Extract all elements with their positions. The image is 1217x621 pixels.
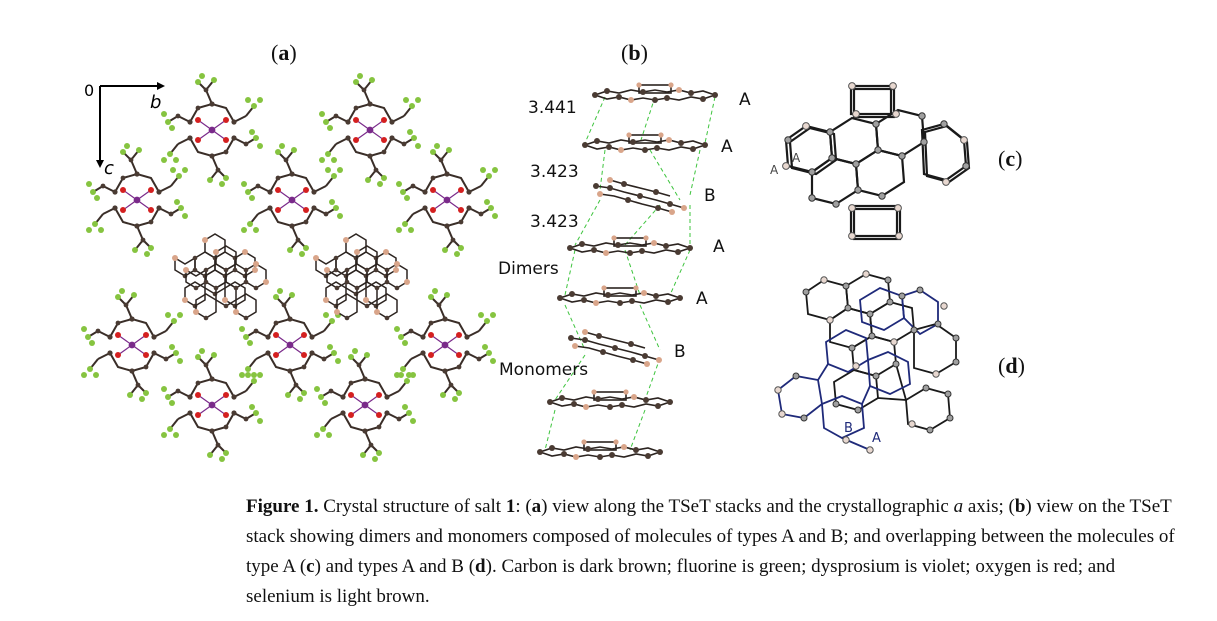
overlap-type-ab: B A <box>774 270 960 454</box>
dimers-label: Dimers <box>498 259 559 279</box>
overlap-label: A <box>872 431 881 446</box>
axis-indicator: 0 b c <box>84 81 165 179</box>
overlap-label: A <box>770 163 779 177</box>
stack-annotations: 3.441 3.423 3.423 Dimers Monomers A A B … <box>498 90 751 380</box>
overlap-label: A <box>792 151 801 165</box>
panel-label-d: (d) <box>998 353 1025 378</box>
molecule-type-label: B <box>704 186 716 206</box>
molecule-type-label: A <box>739 90 751 110</box>
figure-drawing: 0 b c 3. <box>80 72 971 463</box>
panel-label-c: (c) <box>998 146 1023 171</box>
monomers-label: Monomers <box>499 360 588 380</box>
distance-label: 3.423 <box>530 162 579 182</box>
contact-lines <box>544 96 716 451</box>
distance-label: 3.423 <box>530 212 579 232</box>
axis-b-label: b <box>150 92 161 113</box>
stack-molecules <box>536 81 719 461</box>
molecule-type-label: A <box>696 289 708 309</box>
panel-label-b: (b) <box>621 40 648 65</box>
overlap-type-a: A A <box>770 82 971 241</box>
figure-caption: Figure 1. Crystal structure of salt 1: (… <box>246 496 1175 607</box>
axis-c-label: c <box>104 158 114 179</box>
panel-label-a: (a) <box>271 40 297 65</box>
overlap-label: B <box>844 421 853 436</box>
axis-origin-label: 0 <box>84 81 94 100</box>
molecule-type-label: A <box>721 137 733 157</box>
distance-label: 3.441 <box>528 98 577 118</box>
dy-complexes <box>80 72 499 463</box>
molecule-type-label: B <box>674 342 686 362</box>
tset-stacks-top-view <box>171 233 411 322</box>
molecule-type-label: A <box>713 237 725 257</box>
figure-label: Figure 1. <box>246 496 319 517</box>
